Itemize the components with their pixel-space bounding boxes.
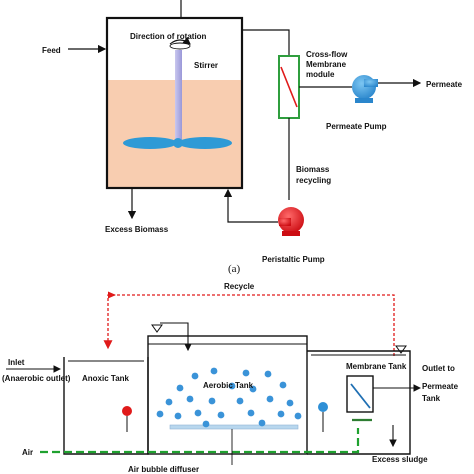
- recycle-line: [103, 294, 395, 356]
- diagram-a: Feed Direction of rotation Stirrer Cross…: [42, 0, 463, 275]
- inlet-label: Inlet: [8, 358, 25, 367]
- air-diffuser-bar: [169, 424, 299, 430]
- permeate-pump-icon: [352, 75, 378, 103]
- stirrer-label: Stirrer: [194, 61, 218, 70]
- biomass-label-1: Biomass: [296, 165, 330, 174]
- caption-a: (a): [228, 263, 241, 275]
- excess-sludge-label: Excess sludge: [372, 455, 428, 464]
- excess-biomass-label: Excess Biomass: [105, 225, 169, 234]
- membrane-tank-label: Membrane Tank: [346, 362, 407, 371]
- stirrer-paddle-right: [178, 137, 232, 149]
- aerobic-tank: [147, 335, 308, 455]
- inlet-sub-label: (Anaerobic outlet): [2, 374, 71, 383]
- diagram-b: Recycle Inlet (Anaerobic outlet) Anoxic …: [2, 282, 459, 474]
- peristaltic-pump-label: Peristaltic Pump: [262, 255, 325, 264]
- water-level-icon-2: [395, 345, 407, 354]
- reactor-vessel: [105, 16, 244, 190]
- reactor-liquid: [107, 80, 242, 188]
- permeate-label: Permeate: [426, 80, 463, 89]
- pump-blue-small-icon: [318, 402, 328, 432]
- membrane-tank: [307, 350, 411, 455]
- direction-label: Direction of rotation: [130, 32, 207, 41]
- diffuser-label: Air bubble diffuser: [128, 465, 199, 474]
- biomass-label-2: recycling: [296, 176, 331, 185]
- stirrer-shaft: [175, 50, 182, 143]
- stirrer-paddle-left: [123, 137, 177, 149]
- permeate-pump-label: Permeate Pump: [326, 122, 387, 131]
- pump-red-small-icon: [122, 406, 132, 432]
- aerobic-tank-label: Aerobic Tank: [203, 381, 254, 390]
- membrane-module: [278, 55, 300, 119]
- anoxic-tank: [63, 357, 149, 455]
- submerged-membrane: [346, 375, 374, 413]
- membrane-label-2: Membrane: [306, 60, 347, 69]
- outlet-label-1: Outlet to: [422, 364, 455, 373]
- membrane-label-1: Cross-flow: [306, 50, 348, 59]
- outlet-label-3: Tank: [422, 394, 441, 403]
- recycle-label: Recycle: [224, 282, 255, 291]
- feed-label: Feed: [42, 46, 61, 55]
- peristaltic-pump-icon: [278, 207, 304, 236]
- membrane-label-3: module: [306, 70, 335, 79]
- air-line: [40, 428, 360, 454]
- anoxic-tank-label: Anoxic Tank: [82, 374, 130, 383]
- air-label: Air: [22, 448, 33, 457]
- water-level-icon: [151, 324, 163, 333]
- outlet-label-2: Permeate: [422, 382, 459, 391]
- rotation-arrow-icon: [169, 36, 191, 50]
- air-bubbles: [156, 367, 302, 428]
